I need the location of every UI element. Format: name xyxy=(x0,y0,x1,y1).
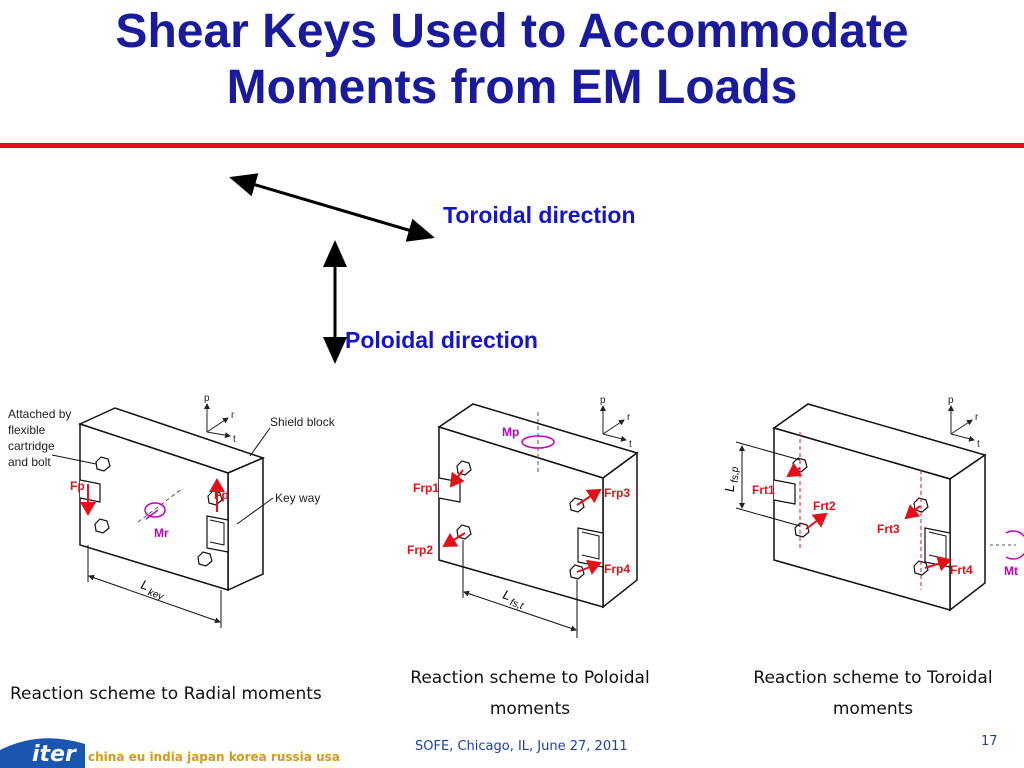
lfsp-label: Lfs,p xyxy=(722,466,741,492)
page-number: 17 xyxy=(981,734,998,749)
toroidal-direction-label: Toroidal direction xyxy=(443,202,636,228)
axis-p-label: p xyxy=(948,395,954,406)
iter-logo-word: iter xyxy=(32,742,76,767)
fp-right-label: Fp xyxy=(214,488,229,502)
mt-label: Mt xyxy=(1004,564,1018,578)
frt2-label: Frt2 xyxy=(813,499,836,513)
iter-logo-banner xyxy=(0,738,330,768)
caption-toroidal: Reaction scheme to Toroidal moments xyxy=(733,663,1013,725)
slide-title: Shear Keys Used to Accommodate Moments f… xyxy=(0,4,1024,116)
figure-poloidal-moments: p r t Mp Frp1 Frp2 Frp3 Frp4 Lfs,t xyxy=(407,395,639,638)
conference-footer: SOFE, Chicago, IL, June 27, 2011 xyxy=(415,739,628,754)
axis-t-label: t xyxy=(977,439,980,450)
figure-radial-moments: p r t Attached by flexible cartridge and… xyxy=(8,393,336,628)
frp1-label: Frp1 xyxy=(413,481,439,495)
note-line-3: cartridge xyxy=(8,439,55,453)
caption-poloidal: Reaction scheme to Poloidal moments xyxy=(390,663,670,725)
frt1-label: Frt1 xyxy=(752,483,775,497)
axis-r-label: r xyxy=(231,410,235,421)
lkey-label: Lkey xyxy=(138,577,169,603)
mp-label: Mp xyxy=(502,425,519,439)
note-line-4: and bolt xyxy=(8,455,51,469)
axis-r-label: r xyxy=(627,412,631,423)
iter-members: china eu india japan korea russia usa xyxy=(88,750,340,764)
axis-t-label: t xyxy=(629,439,632,450)
frt4-label: Frt4 xyxy=(950,563,973,577)
axis-p-label: p xyxy=(204,393,210,404)
fp-left-label: Fp xyxy=(70,479,85,493)
shield-block-label: Shield block xyxy=(270,415,336,429)
toroidal-arrow xyxy=(229,173,435,242)
caption-poloidal-line-2: moments xyxy=(489,699,571,719)
axis-t-label: t xyxy=(233,434,236,445)
mr-label: Mr xyxy=(154,526,169,540)
frp2-label: Frp2 xyxy=(407,543,433,557)
note-line-2: flexible xyxy=(8,423,46,437)
caption-radial: Reaction scheme to Radial moments xyxy=(10,684,322,704)
caption-toroidal-line-1: Reaction scheme to Toroidal xyxy=(753,668,993,688)
axis-p-label: p xyxy=(600,395,606,406)
title-line-2: Moments from EM Loads xyxy=(226,61,798,114)
note-line-1: Attached by xyxy=(8,407,71,421)
figure-toroidal-moments: p r t Frt1 Frt2 Frt3 Frt4 Mt Lfs,p xyxy=(722,395,1024,612)
frp4-label: Frp4 xyxy=(604,562,630,576)
frt3-label: Frt3 xyxy=(877,522,900,536)
lfst-label: Lfs,t xyxy=(500,587,529,613)
poloidal-direction-label: Poloidal direction xyxy=(345,327,538,353)
title-divider xyxy=(0,143,1024,148)
title-line-1: Shear Keys Used to Accommodate xyxy=(115,5,909,58)
caption-toroidal-line-2: moments xyxy=(832,699,914,719)
caption-poloidal-line-1: Reaction scheme to Poloidal xyxy=(410,668,650,688)
frp3-label: Frp3 xyxy=(604,486,630,500)
key-way-label: Key way xyxy=(275,491,320,505)
axis-r-label: r xyxy=(975,412,979,423)
